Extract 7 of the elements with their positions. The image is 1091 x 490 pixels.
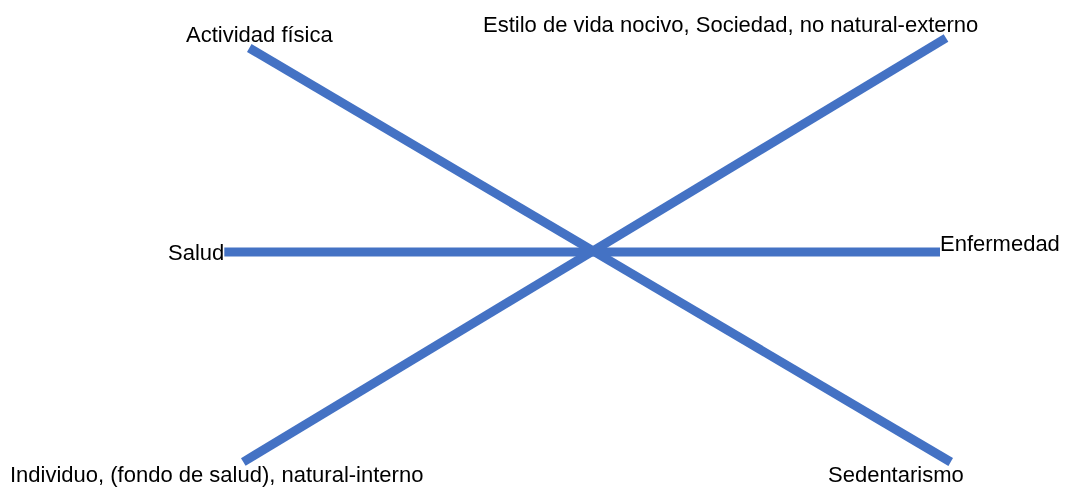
text-label: Estilo de vida nocivo, Sociedad, no natural-externo <box>483 12 979 38</box>
text-label: Salud <box>168 240 225 266</box>
text-label: Individuo, (fondo de salud), natural-interno <box>10 462 424 488</box>
text-label: Actividad física <box>186 22 333 48</box>
text-label: Enfermedad <box>940 231 1060 257</box>
connector-line <box>224 247 940 257</box>
text-label: Sedentarismo <box>828 462 964 488</box>
